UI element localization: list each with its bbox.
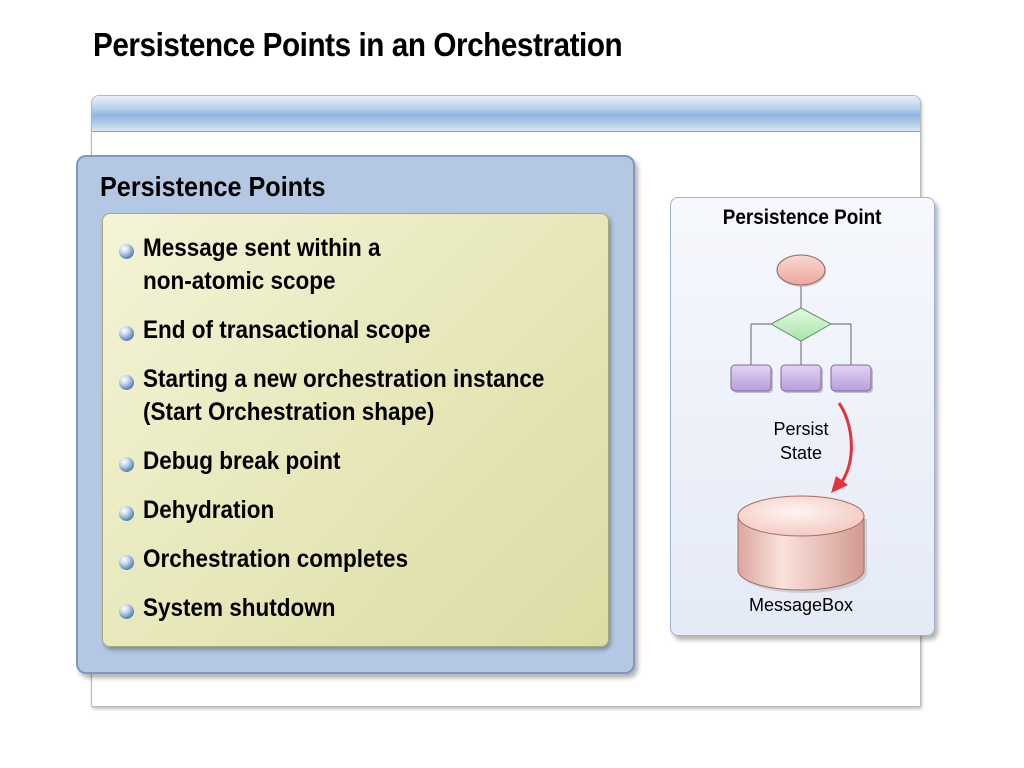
- diamond-decision-icon: [769, 307, 833, 342]
- list-item-text: System shutdown: [143, 594, 336, 622]
- persist-state-label: Persist State: [773, 419, 829, 463]
- rounded-rect-action-icon: [780, 364, 823, 393]
- bullet-box: Message sent within a non-atomic scope E…: [102, 213, 609, 647]
- list-item-text: Message sent within a non-atomic scope: [143, 234, 381, 295]
- ellipse-start-icon: [776, 254, 826, 286]
- sphere-bullet-icon: [119, 375, 134, 390]
- curved-red-arrow-icon: [831, 402, 853, 493]
- list-item: Starting a new orchestration instance (S…: [117, 363, 602, 429]
- slide-title: Persistence Points in an Orchestration: [93, 26, 623, 63]
- diagram-title: Persistence Point: [723, 206, 882, 229]
- list-item-text: Debug break point: [143, 447, 341, 475]
- cylinder-database-icon: [737, 495, 867, 593]
- list-item: Debug break point: [117, 445, 602, 478]
- sphere-bullet-icon: [119, 506, 134, 521]
- list-item: End of transactional scope: [117, 314, 602, 347]
- sphere-bullet-icon: [119, 326, 134, 341]
- bullet-list: Message sent within a non-atomic scope E…: [117, 232, 602, 641]
- sphere-bullet-icon: [119, 604, 134, 619]
- list-item: System shutdown: [117, 592, 602, 625]
- list-item-text: Starting a new orchestration instance (S…: [143, 365, 545, 426]
- list-item: Orchestration completes: [117, 543, 602, 576]
- list-item-text: Orchestration completes: [143, 545, 409, 573]
- list-item: Dehydration: [117, 494, 602, 527]
- persistence-point-diagram-panel: Persistence Point: [670, 197, 935, 636]
- list-item: Message sent within a non-atomic scope: [117, 232, 602, 298]
- sphere-bullet-icon: [119, 457, 134, 472]
- frame-header-band: [92, 96, 920, 132]
- panel-title: Persistence Points: [100, 171, 326, 202]
- sphere-bullet-icon: [119, 555, 134, 570]
- orchestration-diagram: [730, 254, 873, 593]
- persistence-points-panel: Persistence Points Message sent within a…: [76, 155, 635, 674]
- list-item-text: End of transactional scope: [143, 316, 431, 344]
- rounded-rect-action-icon: [730, 364, 773, 393]
- list-item-text: Dehydration: [143, 496, 275, 524]
- messagebox-label: MessageBox: [748, 595, 854, 615]
- rounded-rect-action-icon: [830, 364, 873, 393]
- connector-lines: [750, 286, 852, 366]
- sphere-bullet-icon: [119, 244, 134, 259]
